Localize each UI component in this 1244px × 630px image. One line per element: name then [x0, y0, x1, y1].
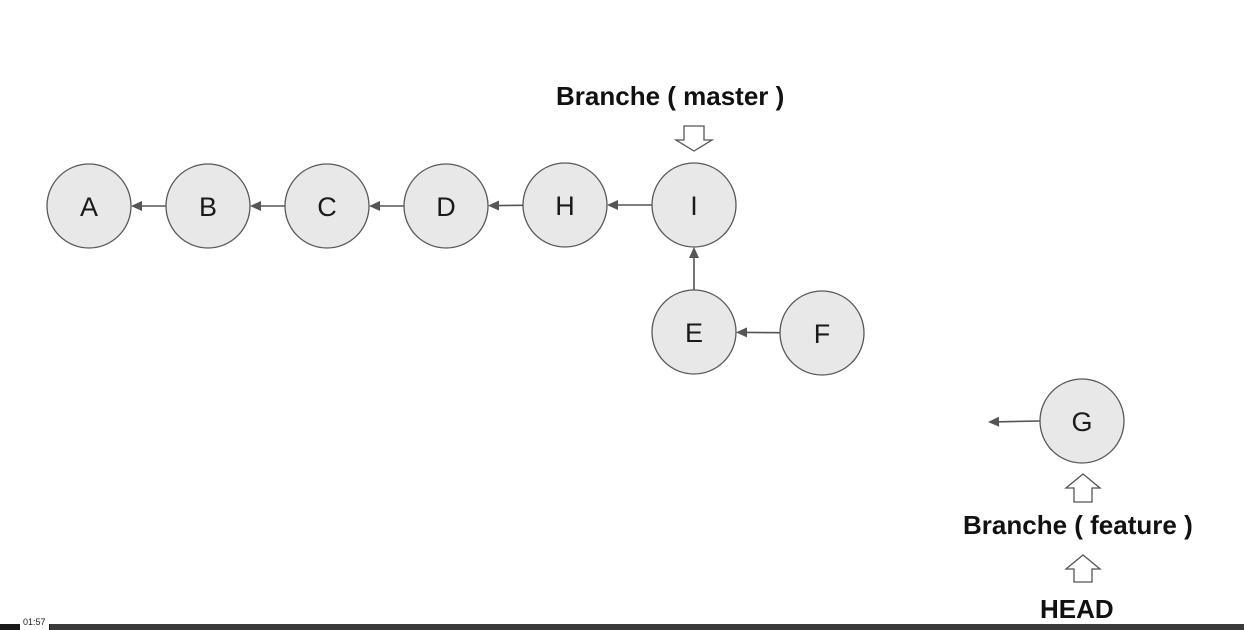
commit-circle	[522, 162, 608, 248]
commit-node-a: A	[46, 163, 132, 249]
edge-e-to-i	[689, 247, 699, 290]
commit-label: G	[1071, 407, 1092, 437]
edge-c-to-b	[250, 201, 285, 211]
commit-node-i: I	[651, 162, 737, 248]
feature-pointer-arrow	[1064, 473, 1102, 503]
edge-line	[998, 420, 1041, 423]
edge-arrowhead	[487, 200, 500, 211]
commit-label: E	[685, 318, 703, 348]
master-pointer-arrow	[673, 125, 715, 152]
commit-node-g: G	[1039, 378, 1125, 464]
commit-label: F	[814, 319, 831, 349]
edge-arrowhead	[988, 416, 1000, 427]
commit-circle	[779, 290, 865, 376]
commit-circle	[651, 162, 737, 248]
nodes-layer: A B C D H I E F G	[46, 162, 1125, 464]
edge-arrowhead	[369, 201, 380, 211]
commit-circle	[403, 163, 489, 249]
commit-label: B	[199, 192, 217, 222]
edge-arrowhead	[250, 201, 261, 211]
master-branch-label: Branche ( master )	[556, 81, 785, 111]
edge-i-to-h	[607, 200, 652, 210]
edge-d-to-c	[369, 201, 404, 211]
commit-circle	[46, 163, 132, 249]
edge-f-to-e	[735, 327, 781, 338]
commit-label: I	[690, 191, 698, 221]
commit-node-h: H	[522, 162, 608, 248]
edge-b-to-a	[131, 201, 166, 211]
commit-node-c: C	[284, 163, 370, 249]
edge-arrowhead	[131, 201, 142, 211]
commit-node-b: B	[165, 163, 251, 249]
commit-label: H	[555, 191, 575, 221]
edge-g-dangling	[988, 416, 1041, 427]
feature-branch-label: Branche ( feature )	[963, 510, 1193, 540]
head-label: HEAD	[1040, 594, 1114, 624]
commit-label: A	[80, 192, 98, 222]
commit-label: C	[317, 192, 337, 222]
commit-circle	[165, 163, 251, 249]
commit-circle	[1039, 378, 1125, 464]
edge-arrowhead	[689, 247, 699, 258]
edge-arrowhead	[607, 200, 618, 210]
edges-layer	[131, 200, 1041, 427]
head-pointer-arrow	[1064, 554, 1102, 583]
video-progress-track[interactable]	[0, 624, 1244, 630]
commit-circle	[651, 289, 737, 375]
commit-node-d: D	[403, 163, 489, 249]
commit-label: D	[436, 192, 456, 222]
commit-node-e: E	[651, 289, 737, 375]
edge-arrowhead	[735, 327, 748, 338]
edge-h-to-d	[487, 200, 524, 211]
video-timestamp: 01:57	[20, 614, 49, 630]
commit-circle	[284, 163, 370, 249]
commit-node-f: F	[779, 290, 865, 376]
